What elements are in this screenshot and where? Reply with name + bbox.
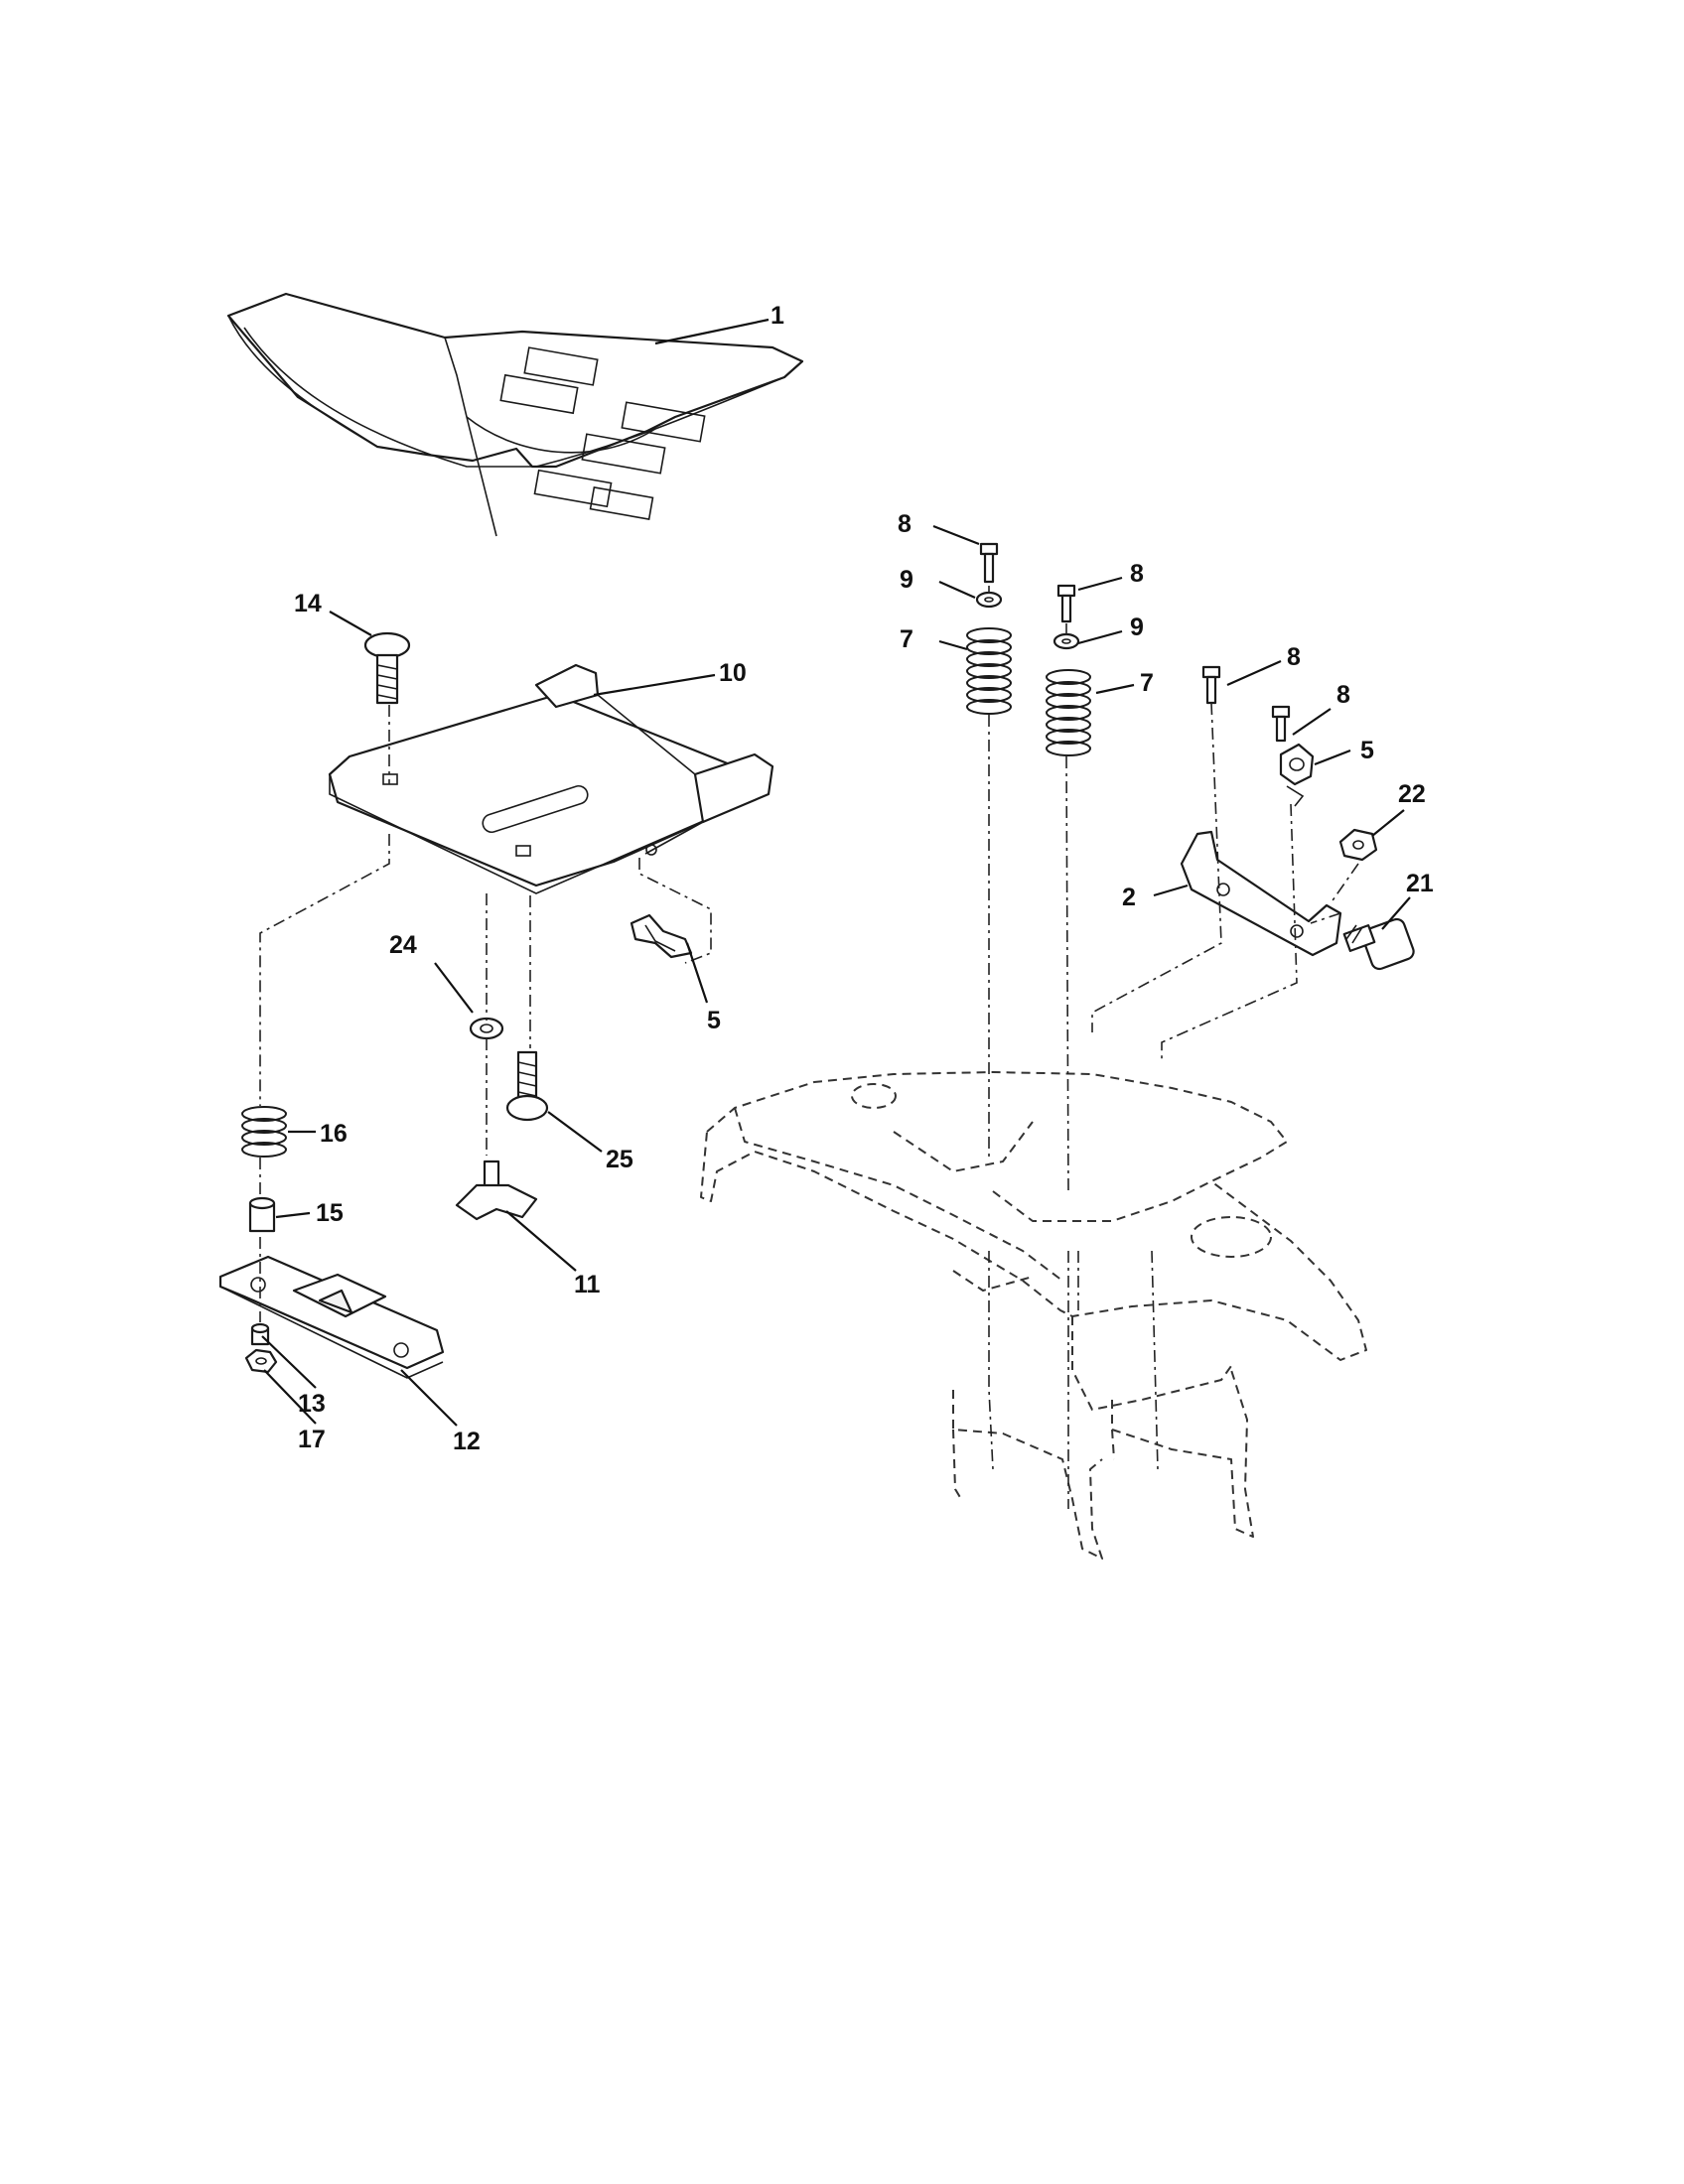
seat-slide-plate-part [218, 1255, 445, 1379]
seat-bracket-part [1180, 830, 1342, 957]
callout-16: 16 [320, 1120, 348, 1148]
callout-14: 14 [294, 590, 322, 617]
callout-8-a: 8 [898, 510, 912, 538]
lock-washer-part-a [975, 591, 1003, 609]
seat-spring-part-a [966, 627, 1012, 715]
callout-13: 13 [298, 1390, 326, 1418]
callout-24: 24 [389, 931, 417, 959]
spring-clip-part-left [630, 913, 693, 959]
callout-10: 10 [719, 659, 747, 687]
shoulder-screw-part [1342, 917, 1415, 971]
callout-11: 11 [574, 1271, 601, 1298]
callout-7-a: 7 [900, 625, 913, 653]
callout-9-a: 9 [900, 566, 913, 594]
callout-1: 1 [771, 302, 784, 330]
callout-2: 2 [1122, 884, 1136, 911]
washer-part [469, 1017, 504, 1040]
callout-9-b: 9 [1130, 614, 1144, 641]
callout-21: 21 [1406, 870, 1434, 897]
compression-spring-part [241, 1106, 287, 1158]
hex-bolt-part-c [1201, 665, 1221, 705]
seat-part [226, 292, 804, 537]
callout-5-left: 5 [707, 1007, 721, 1034]
hex-bolt-part-b [1056, 584, 1076, 623]
callout-5-right: 5 [1360, 737, 1374, 764]
callout-labels: 1 14 10 5 24 25 11 16 15 13 17 12 8 9 7 … [294, 302, 1434, 1455]
hex-bolt-part-d [1271, 705, 1291, 743]
fender-body-outline [700, 1071, 1367, 1411]
hex-nut-part [244, 1348, 278, 1374]
shoulder-bolt-part [505, 1050, 549, 1122]
bushing-part [250, 1322, 270, 1346]
carriage-bolt-part [363, 631, 411, 705]
seat-spring-part-b [1046, 669, 1091, 756]
flange-nut-part [1338, 828, 1378, 862]
spacer-part [248, 1196, 276, 1233]
lock-washer-part-b [1052, 632, 1080, 650]
callout-8-b: 8 [1130, 560, 1144, 588]
hex-bolt-part-a [979, 542, 999, 584]
callout-25: 25 [606, 1146, 633, 1173]
callout-22: 22 [1398, 780, 1426, 808]
assembly-guide-lines [259, 586, 1359, 1509]
leader-lines [261, 318, 1411, 1427]
frame-rails-outline [952, 1369, 1254, 1560]
wing-knob-part [455, 1160, 538, 1221]
seat-pan-part [328, 663, 774, 894]
callout-8-c: 8 [1287, 643, 1301, 671]
callout-15: 15 [316, 1199, 344, 1227]
callout-8-d: 8 [1336, 681, 1350, 709]
callout-12: 12 [453, 1428, 481, 1455]
callout-7-b: 7 [1140, 669, 1154, 697]
callout-17: 17 [298, 1426, 326, 1453]
spring-clip-part-right [1279, 743, 1315, 807]
